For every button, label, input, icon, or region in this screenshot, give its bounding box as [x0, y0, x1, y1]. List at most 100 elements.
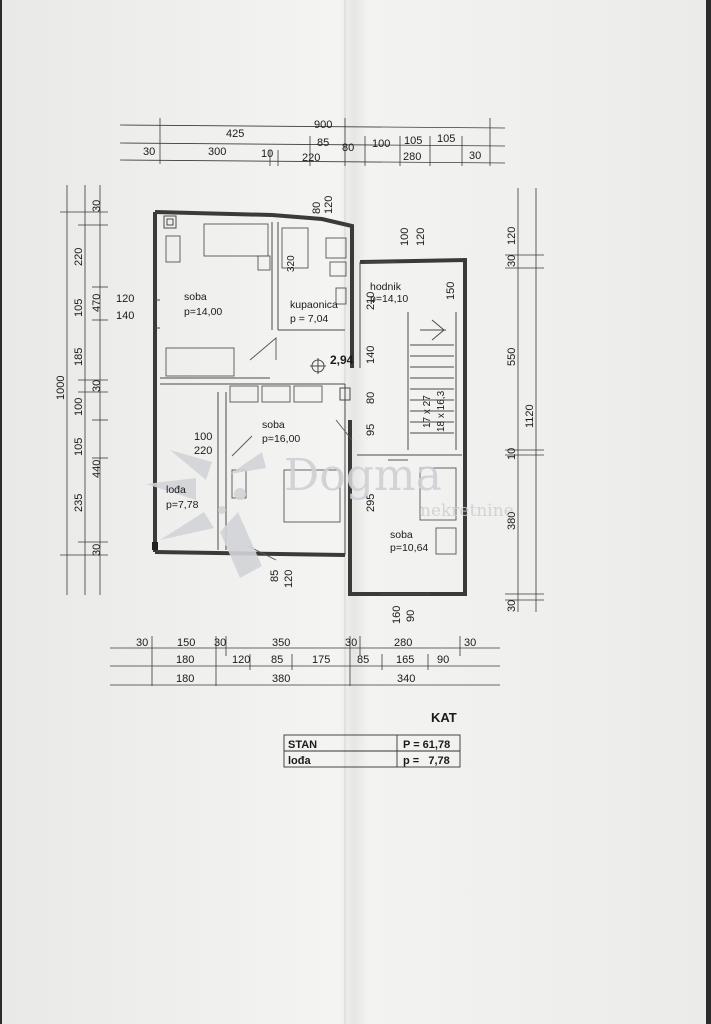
dim-left-235: 235 [73, 494, 85, 512]
dim-hall-100: 100 [399, 228, 411, 246]
legend-row-loda-value: p = 7,78 [403, 755, 450, 767]
room-kupaonica-area: p = 7,04 [290, 313, 328, 325]
dim-left-220: 220 [73, 248, 85, 266]
dim-bottom-90i: 90 [405, 610, 417, 622]
room-soba-3-name: soba [390, 529, 413, 541]
dim-right-120: 120 [506, 227, 518, 245]
dim-left-120: 120 [116, 293, 134, 305]
stairs-dim-a: 17 x 27 [422, 395, 433, 428]
dim-right-550: 550 [506, 348, 518, 366]
level-mark: 2,94 [330, 353, 354, 367]
room-labels: soba p=14,00 kupaonica p = 7,04 hodnik p… [166, 281, 428, 554]
dim-bottom-85a: 85 [271, 654, 283, 666]
dim-right-30b: 30 [506, 600, 518, 612]
walls [152, 210, 467, 596]
room-hodnik-area: p=14,10 [370, 293, 408, 305]
dim-bottom-30b: 30 [214, 637, 226, 649]
dim-left-100: 100 [73, 398, 85, 416]
legend-title: KAT [431, 710, 457, 725]
room-loda-area: p=7,78 [166, 499, 199, 511]
watermark: Dogma nekretnine [146, 450, 514, 578]
room-soba-1-area: p=14,00 [184, 306, 222, 318]
dim-top-280: 280 [403, 151, 421, 163]
room-loda-name: lođa [166, 484, 186, 496]
dim-left-30b: 30 [91, 380, 103, 392]
dim-bottom-175: 175 [312, 654, 330, 666]
dim-top-80: 80 [342, 142, 354, 154]
dim-top-105a: 105 [404, 135, 422, 147]
legend-row-stan-value: P = 61,78 [403, 739, 450, 751]
dim-bottom-165: 165 [396, 654, 414, 666]
dim-soba2-100: 100 [194, 431, 212, 443]
dim-top-425: 425 [226, 128, 244, 140]
room-soba-2-area: p=16,00 [262, 433, 300, 445]
bottom-dimensions: 30 150 30 350 30 280 30 180 120 85 175 8… [110, 636, 500, 686]
dim-left-185: 185 [73, 348, 85, 366]
dim-left-30c: 30 [91, 544, 103, 556]
watermark-brand: Dogma [284, 450, 442, 501]
dim-bottom-280: 280 [394, 637, 412, 649]
left-dimensions: 1000 30 470 30 440 30 220 105 185 100 10… [55, 185, 108, 595]
watermark-logo-icon [146, 450, 266, 578]
dim-top-30a: 30 [143, 146, 155, 158]
inner-dimensions: 80 120 320 100 120 150 210 140 80 95 295… [116, 196, 457, 624]
dim-bottom-30d: 30 [464, 637, 476, 649]
dim-bottom-380: 380 [272, 673, 290, 685]
dim-bottom-120: 120 [232, 654, 250, 666]
dim-top-300: 300 [208, 146, 226, 158]
legend-row-loda-label: lođa [288, 755, 311, 767]
dim-left-105b: 105 [73, 438, 85, 456]
room-soba-3-area: p=10,64 [390, 542, 428, 554]
dim-hall-80: 80 [365, 392, 377, 404]
dim-left-470: 470 [91, 294, 103, 312]
dim-bottom-180a: 180 [176, 654, 194, 666]
dim-bath-120: 120 [323, 196, 335, 214]
dim-bottom-350: 350 [272, 637, 290, 649]
dim-hall-295: 295 [365, 494, 377, 512]
dim-bottom-30a: 30 [136, 637, 148, 649]
dim-hall-120: 120 [415, 228, 427, 246]
stairs-dim-b: 18 x 16,3 [436, 390, 447, 432]
dim-top-220: 220 [302, 152, 320, 164]
dim-right-1120: 1120 [524, 404, 536, 428]
dim-right-10: 10 [506, 448, 518, 460]
dim-bath-320: 320 [286, 255, 297, 272]
dim-hall-150: 150 [445, 282, 457, 300]
area-legend: KAT STAN P = 61,78 lođa p = 7,78 [283, 710, 461, 768]
room-soba-1-name: soba [184, 291, 207, 303]
watermark-sub: nekretnine [420, 501, 514, 521]
room-hodnik-name: hodnik [370, 281, 402, 293]
dim-bottom-85: 85 [269, 570, 281, 582]
room-kupaonica-name: kupaonica [290, 299, 338, 311]
furniture [155, 223, 457, 595]
dim-right-380: 380 [506, 512, 518, 530]
dim-left-140: 140 [116, 310, 134, 322]
dim-top-105b: 105 [437, 133, 455, 145]
dim-bottom-85b: 85 [357, 654, 369, 666]
dim-top-900: 900 [314, 119, 332, 131]
dim-right-30a: 30 [506, 255, 518, 267]
dim-bottom-160: 160 [391, 606, 403, 624]
dim-left-30a: 30 [91, 200, 103, 212]
dim-bottom-90: 90 [437, 654, 449, 666]
dim-top-10: 10 [261, 148, 273, 160]
dim-bottom-180b: 180 [176, 673, 194, 685]
dim-top-30b: 30 [469, 150, 481, 162]
top-dimensions: 900 425 85 80 100 105 105 30 300 10 220 … [119, 118, 506, 166]
dim-hall-95: 95 [365, 424, 377, 436]
dim-top-85: 85 [317, 137, 329, 149]
dim-left-1000: 1000 [55, 376, 67, 400]
dim-bottom-150: 150 [177, 637, 195, 649]
dim-left-440: 440 [91, 460, 103, 478]
room-soba-2-name: soba [262, 419, 285, 431]
dim-bath-80: 80 [311, 202, 323, 214]
right-dimensions: 1120 120 30 550 10 380 30 [505, 188, 544, 612]
dim-hall-210: 210 [365, 292, 377, 310]
dim-soba2-220: 220 [194, 445, 212, 457]
dim-top-100: 100 [372, 138, 390, 150]
dim-bottom-340: 340 [397, 673, 415, 685]
dim-bottom-120i: 120 [283, 570, 295, 588]
